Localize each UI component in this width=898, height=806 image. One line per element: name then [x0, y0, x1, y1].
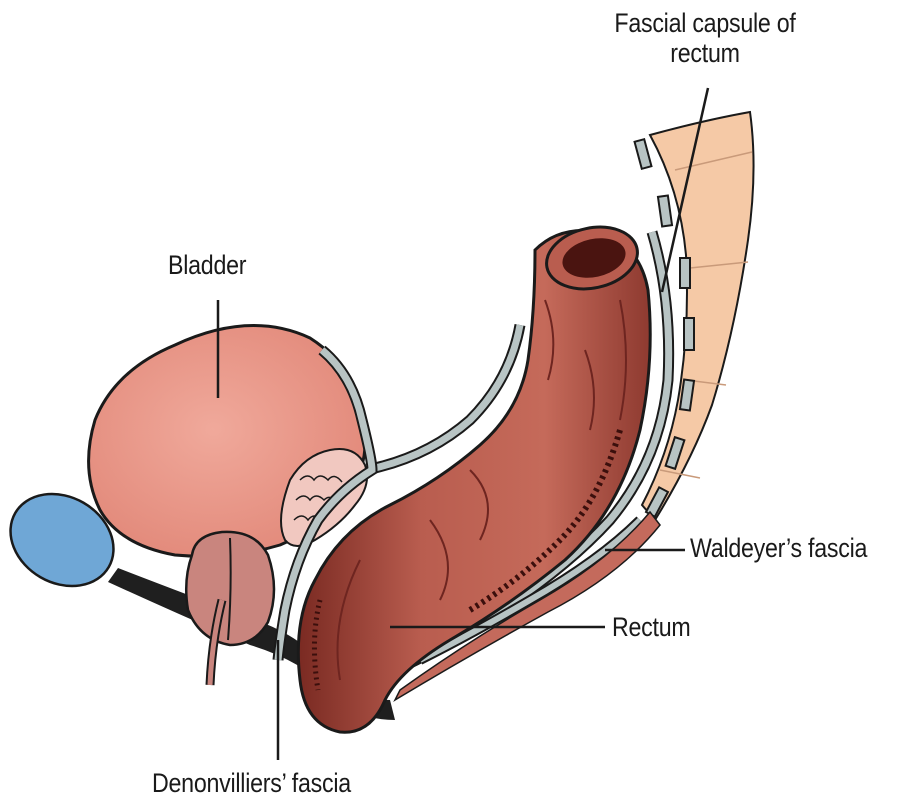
prostate [186, 532, 274, 685]
label-fascial-capsule: Fascial capsule of rectum [606, 8, 804, 68]
label-denonvilliers-fascia: Denonvilliers’ fascia [152, 768, 351, 798]
label-fascial-capsule-line1: Fascial capsule of [606, 8, 804, 38]
sacrum [642, 112, 754, 520]
label-rectum: Rectum [612, 612, 690, 642]
label-bladder: Bladder [168, 250, 246, 280]
label-fascial-capsule-line2: rectum [606, 38, 804, 68]
label-waldeyer-fascia: Waldeyer’s fascia [690, 533, 867, 563]
